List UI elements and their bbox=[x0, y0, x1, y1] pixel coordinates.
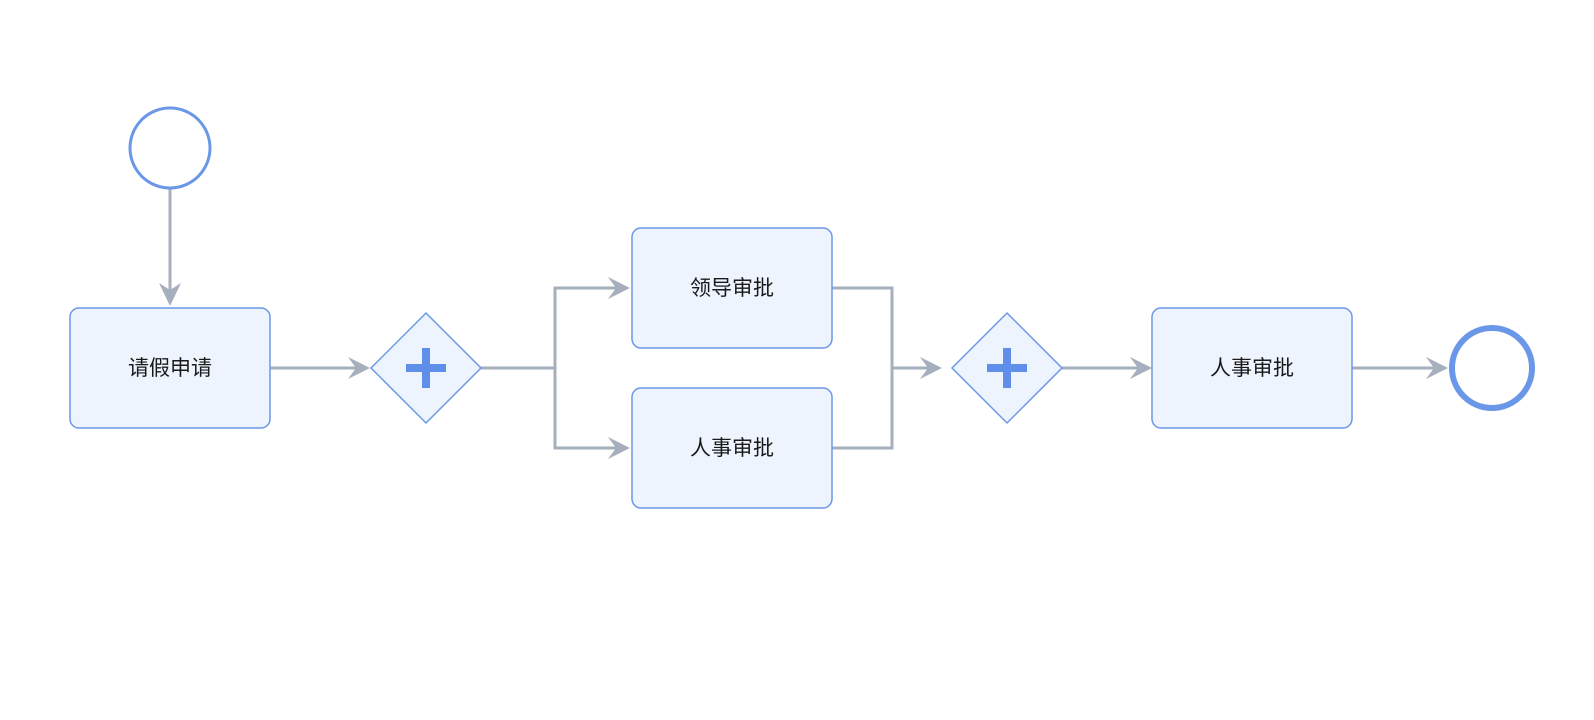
task-leave-request[interactable]: 请假申请 bbox=[69, 307, 271, 429]
task-leader-approval[interactable]: 领导审批 bbox=[631, 227, 833, 349]
flow-hr-approval-to-join[interactable] bbox=[832, 368, 894, 450]
sequence-flows bbox=[159, 188, 1448, 459]
flow-start-to-leave-request[interactable] bbox=[159, 188, 181, 306]
flow-final-hr-approval-to-end[interactable] bbox=[1352, 357, 1448, 379]
arrow-down-icon bbox=[159, 283, 181, 306]
flow-leave-request-to-split-gateway[interactable] bbox=[270, 357, 370, 379]
task-label: 人事审批 bbox=[690, 436, 774, 460]
flow-leader-approval-to-join[interactable] bbox=[832, 286, 942, 379]
start-event-icon[interactable] bbox=[128, 106, 212, 190]
plus-icon bbox=[987, 348, 1027, 388]
task-hr-approval-branch[interactable]: 人事审批 bbox=[631, 387, 833, 509]
arrow-right-icon bbox=[348, 357, 370, 379]
task-label: 请假申请 bbox=[128, 356, 212, 380]
flow-split-to-leader-approval[interactable] bbox=[481, 277, 630, 370]
arrow-right-icon bbox=[608, 277, 630, 299]
task-hr-approval-final[interactable]: 人事审批 bbox=[1151, 307, 1353, 429]
plus-icon bbox=[406, 348, 446, 388]
arrow-right-icon bbox=[920, 357, 942, 379]
parallel-gateway-split[interactable] bbox=[369, 311, 483, 425]
flow-split-to-hr-approval[interactable] bbox=[553, 368, 630, 459]
arrow-right-icon bbox=[1426, 357, 1448, 379]
arrow-right-icon bbox=[1130, 357, 1152, 379]
task-label: 人事审批 bbox=[1210, 356, 1294, 380]
end-event-icon[interactable] bbox=[1449, 325, 1535, 411]
task-label: 领导审批 bbox=[690, 276, 774, 300]
parallel-gateway-join[interactable] bbox=[950, 311, 1064, 425]
arrow-right-icon bbox=[608, 437, 630, 459]
flow-join-to-final-hr-approval[interactable] bbox=[1062, 357, 1152, 379]
